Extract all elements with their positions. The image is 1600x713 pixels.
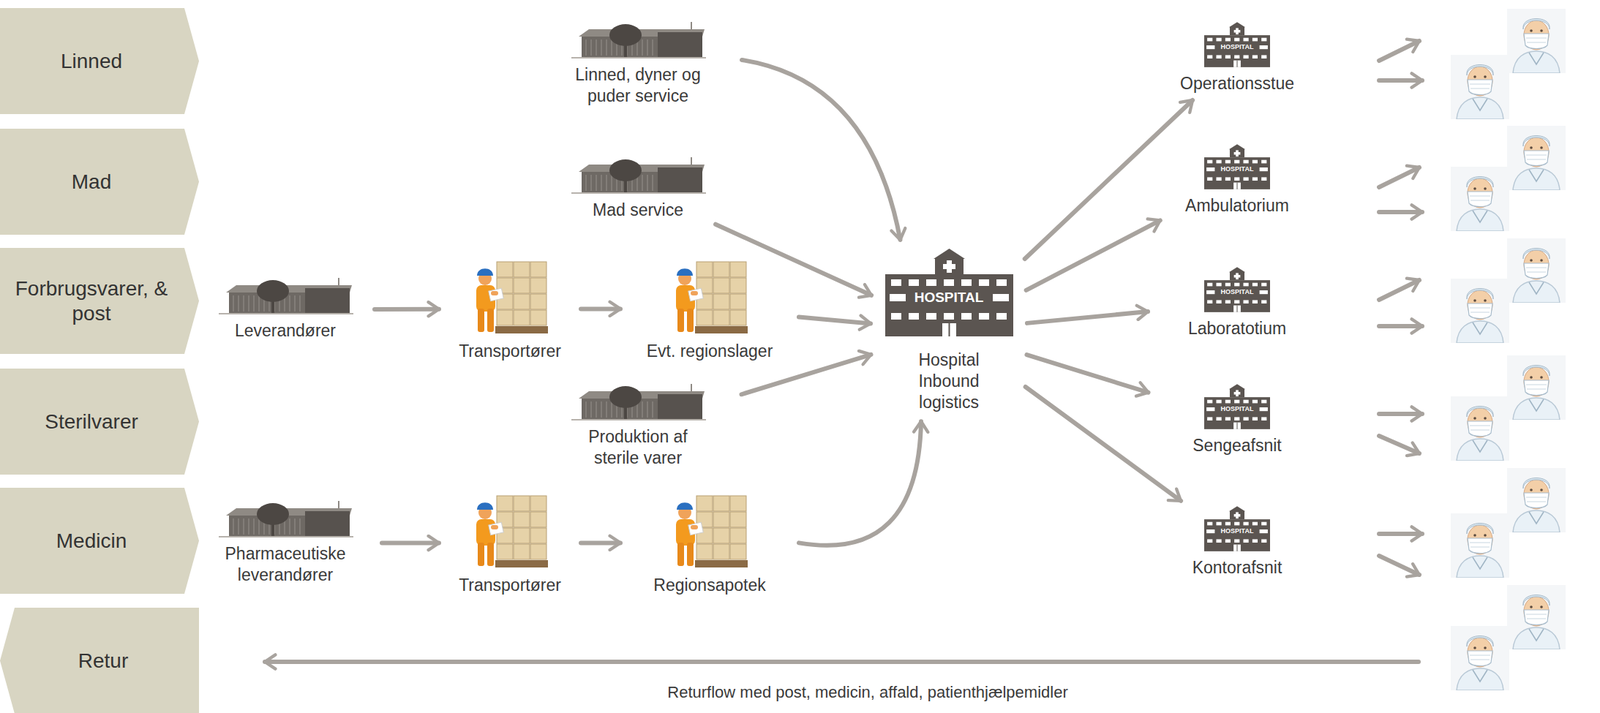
node-label: Evt. regionslager [631, 340, 789, 363]
node-label: Regionsapotek [631, 575, 789, 597]
icon-word: HOSPITAL [1204, 288, 1271, 296]
band-label: Sterilvarer [44, 409, 139, 435]
flow-arrow [798, 421, 922, 546]
flow-arrow [580, 306, 621, 311]
band-label: Retur [78, 648, 129, 674]
facility-node: Mad service [542, 157, 734, 221]
flow-arrow [741, 354, 871, 395]
icon-word: HOSPITAL [1204, 166, 1271, 173]
hospital-icon-box: HOSPITAL [1204, 506, 1271, 552]
flow-arrow [580, 540, 621, 546]
category-band: Forbrugsvarer, & post [0, 248, 199, 355]
transport-node: Regionsapotek [629, 490, 791, 597]
worker-pallet-icon [468, 490, 551, 571]
node-label: Leverandører [208, 320, 363, 342]
node-label: Transportører [447, 340, 573, 363]
band-label: Forbrugsvarer, & post [9, 276, 175, 326]
hospital-icon-box: HOSPITAL [1204, 144, 1271, 190]
return-band: Retur [0, 607, 199, 713]
warehouse-icon [215, 501, 355, 540]
department-node: HOSPITAL Ambulatorium [1156, 144, 1318, 217]
flow-arrow [1027, 311, 1148, 324]
transport-node: Transportører [447, 490, 573, 597]
worker-pallet-icon [668, 490, 751, 571]
node-label: Transportører [447, 575, 573, 597]
facility-node: Pharmaceutiske leverandører [197, 501, 374, 587]
flow-arrow [741, 59, 901, 240]
facility-node: Produktion af sterile varer [542, 384, 734, 469]
node-label: Kontorafsnit [1156, 557, 1318, 579]
flow-caption: Returflow med post, medicin, affald, pat… [667, 683, 1068, 703]
icon-word: HOSPITAL [885, 290, 1014, 305]
node-label: Produktion af sterile varer [568, 426, 708, 469]
department-node: HOSPITAL Kontorafsnit [1156, 506, 1318, 579]
worker-pallet-icon [668, 256, 751, 337]
flow-arrow [1026, 354, 1148, 393]
worker-pallet-icon [468, 256, 551, 337]
flow-arrow [715, 224, 872, 296]
band-label: Mad [71, 169, 112, 195]
category-band: Sterilvarer [0, 368, 199, 475]
node-label: Pharmaceutiske leverandører [212, 543, 359, 587]
hospital-icon-box: HOSPITAL [1204, 21, 1271, 68]
hospital-node: HOSPITAL Hospital Inbound logistics [879, 248, 1019, 413]
band-shape [0, 248, 199, 355]
category-band: Medicin [0, 487, 199, 595]
department-node: HOSPITAL Sengeafsnit [1156, 384, 1318, 457]
hospital-icon-box: HOSPITAL [885, 248, 1014, 337]
flow-arrow [374, 307, 439, 312]
warehouse-icon [568, 21, 708, 60]
flow-arrow [1026, 220, 1161, 291]
node-label: Hospital Inbound logistics [904, 349, 993, 413]
department-node: HOSPITAL Operationsstue [1156, 21, 1318, 95]
node-label: Mad service [559, 199, 717, 221]
transport-node: Transportører [447, 256, 573, 363]
flow-arrow [1024, 100, 1193, 259]
node-label: Ambulatorium [1156, 195, 1318, 217]
hospital-icon-box: HOSPITAL [1204, 384, 1271, 430]
flow-arrow [1025, 387, 1181, 502]
node-label: Linned, dyner og puder service [559, 64, 717, 107]
icon-word: HOSPITAL [1204, 43, 1271, 51]
staff-figures [1450, 8, 1566, 691]
department-node: HOSPITAL Laboratotium [1156, 267, 1318, 340]
hospital-icon-box: HOSPITAL [1204, 267, 1271, 313]
warehouse-icon [215, 278, 355, 317]
flow-arrow [798, 316, 871, 324]
warehouse-icon [568, 384, 708, 423]
category-band: Linned [0, 8, 199, 115]
node-label: Laboratotium [1156, 318, 1318, 340]
facility-node: Linned, dyner og puder service [542, 21, 734, 107]
category-band: Mad [0, 128, 199, 235]
icon-word: HOSPITAL [1204, 406, 1271, 413]
flow-arrow [381, 540, 439, 546]
node-label: Operationsstue [1156, 73, 1318, 95]
node-label: Sengeafsnit [1156, 435, 1318, 457]
return-flow-arrow [264, 659, 1419, 665]
staff-arrows [1379, 40, 1423, 576]
facility-node: Leverandører [204, 278, 366, 342]
icon-word: HOSPITAL [1204, 528, 1271, 535]
band-label: Medicin [56, 528, 127, 554]
band-label: Linned [60, 49, 123, 74]
warehouse-icon [568, 157, 708, 196]
transport-node: Evt. regionslager [629, 256, 791, 363]
